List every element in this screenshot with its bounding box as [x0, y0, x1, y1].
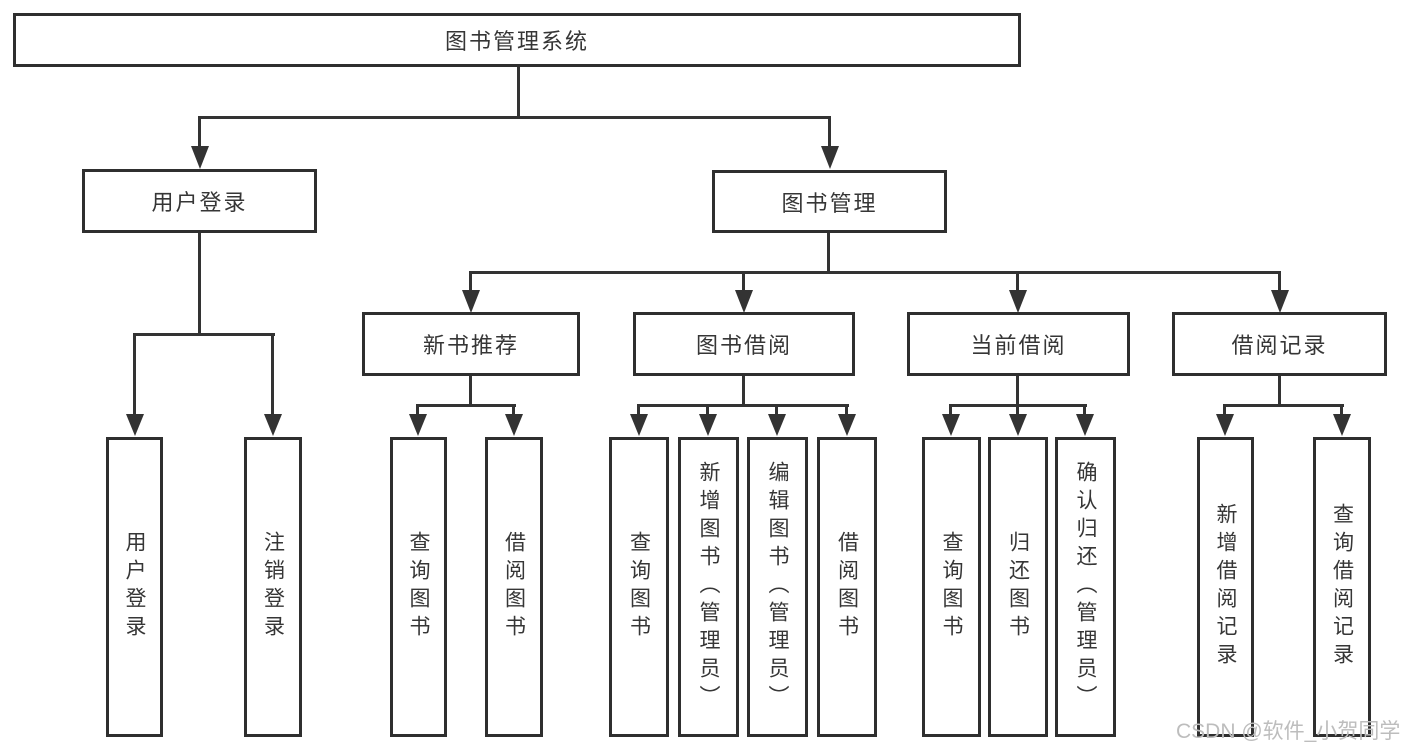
- csdn-watermark: CSDN @软件_小贺同学: [1176, 720, 1401, 743]
- connector-root-stem: [517, 65, 520, 118]
- leaf-logout: 注销登录: [244, 437, 302, 737]
- arrow-down: [191, 146, 209, 169]
- node-label: 用户登录: [151, 190, 248, 215]
- node-current-borrowing: 当前借阅: [907, 312, 1130, 376]
- connector-drop: [1083, 404, 1086, 416]
- leaf-return-book: 归还图书: [988, 437, 1048, 737]
- arrow-down: [1009, 414, 1027, 436]
- arrow-down: [1271, 290, 1289, 313]
- connector-user-login-stem: [198, 233, 201, 335]
- node-book-management: 图书管理: [712, 170, 947, 233]
- arrow-down: [1009, 290, 1027, 313]
- arrow-down: [126, 414, 144, 436]
- arrow-down: [409, 414, 427, 436]
- node-label: 当前借阅: [970, 333, 1067, 358]
- node-library-management-system: 图书管理系统: [13, 13, 1021, 67]
- connector-drop: [742, 271, 745, 292]
- leaf-query-books-current: 查询图书: [922, 437, 981, 737]
- connector-drop: [133, 333, 136, 414]
- leaf-add-book-admin: 新增图书（管理员）: [678, 437, 739, 737]
- connector-stem: [1016, 376, 1019, 407]
- leaf-edit-book-admin: 编辑图书（管理员）: [747, 437, 808, 737]
- node-label: 借阅记录: [1231, 333, 1328, 358]
- arrow-down: [821, 146, 839, 169]
- node-label: 图书借阅: [695, 333, 792, 358]
- leaf-label: 注销登录: [261, 531, 285, 643]
- leaf-add-borrow-record: 新增借阅记录: [1197, 437, 1254, 737]
- arrow-down: [1076, 414, 1094, 436]
- leaf-label: 查询图书: [407, 531, 430, 643]
- connector-drop: [845, 404, 848, 416]
- connector-split: [637, 404, 849, 407]
- node-label: 图书管理系统: [444, 29, 589, 54]
- leaf-label: 借阅图书: [502, 531, 526, 643]
- leaf-label: 查询图书: [627, 531, 651, 643]
- leaf-borrow-books-recommend: 借阅图书: [485, 437, 543, 737]
- arrow-down: [768, 414, 786, 436]
- node-label: 图书管理: [781, 190, 878, 216]
- connector-drop: [775, 404, 778, 416]
- leaf-label: 借阅图书: [835, 531, 859, 643]
- connector-stem: [469, 376, 472, 407]
- connector-drop: [637, 404, 640, 416]
- arrow-down: [735, 290, 753, 313]
- leaf-query-books-borrowing: 查询图书: [609, 437, 669, 737]
- node-borrowing-records: 借阅记录: [1172, 312, 1387, 376]
- arrow-down: [264, 414, 282, 436]
- arrow-down: [942, 414, 960, 436]
- connector-stem: [742, 376, 745, 407]
- leaf-label: 新增图书（管理员）: [697, 461, 720, 713]
- leaf-label: 查询借阅记录: [1330, 503, 1354, 671]
- connector-drop: [271, 333, 274, 414]
- connector-drop: [1016, 271, 1019, 292]
- connector-user-login-split: [133, 333, 275, 336]
- connector-root-split: [199, 116, 831, 119]
- connector-split: [417, 404, 516, 407]
- connector-stem: [1278, 376, 1281, 407]
- node-label: 新书推荐: [422, 333, 519, 358]
- arrow-down: [1216, 414, 1234, 436]
- leaf-user-login: 用户登录: [106, 437, 163, 737]
- arrow-down: [838, 414, 856, 436]
- arrow-down: [699, 414, 717, 436]
- leaf-label: 新增借阅记录: [1214, 503, 1237, 671]
- leaf-label: 确认归还（管理员）: [1074, 461, 1097, 713]
- connector-drop: [828, 116, 831, 147]
- connector-book-management-split: [470, 271, 1281, 274]
- connector-drop: [949, 404, 952, 416]
- leaf-label: 用户登录: [123, 531, 146, 643]
- connector-drop: [1340, 404, 1343, 416]
- leaf-label: 查询图书: [940, 531, 963, 643]
- connector-drop: [1223, 404, 1226, 416]
- node-user-login: 用户登录: [82, 169, 317, 233]
- connector-drop: [1016, 404, 1019, 416]
- connector-drop: [469, 271, 472, 292]
- leaf-confirm-return-admin: 确认归还（管理员）: [1055, 437, 1116, 737]
- leaf-label: 归还图书: [1006, 531, 1030, 643]
- arrow-down: [1333, 414, 1351, 436]
- arrow-down: [630, 414, 648, 436]
- connector-drop: [1278, 271, 1281, 292]
- connector-drop: [416, 404, 419, 416]
- leaf-query-books-recommend: 查询图书: [390, 437, 447, 737]
- connector-split: [1223, 404, 1344, 407]
- arrow-down: [462, 290, 480, 313]
- leaf-label: 编辑图书（管理员）: [766, 461, 789, 713]
- connector-drop: [706, 404, 709, 416]
- arrow-down: [505, 414, 523, 436]
- node-new-book-recommendation: 新书推荐: [362, 312, 580, 376]
- node-book-borrowing: 图书借阅: [633, 312, 855, 376]
- leaf-borrow-books: 借阅图书: [817, 437, 877, 737]
- leaf-query-borrow-record: 查询借阅记录: [1313, 437, 1371, 737]
- connector-book-management-stem: [827, 233, 830, 273]
- connector-drop: [512, 404, 515, 416]
- connector-drop: [198, 116, 201, 147]
